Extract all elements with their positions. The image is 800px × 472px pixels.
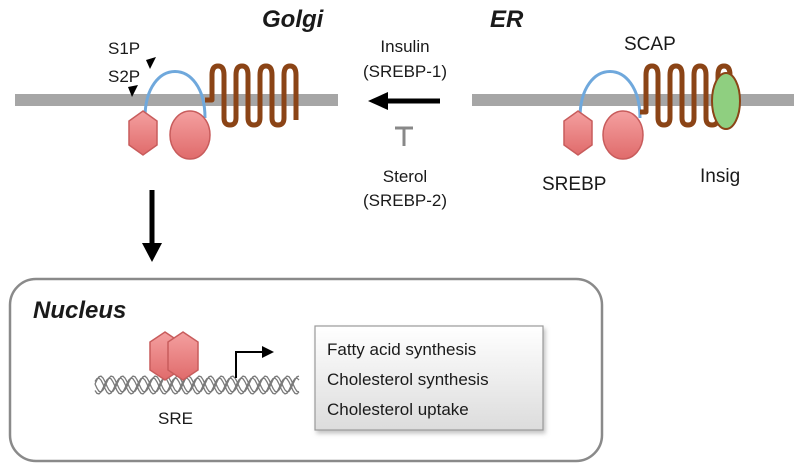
golgi-srebp-loop [143,70,207,119]
nuclear-srebp-hexagon-right [167,331,199,381]
srebp-label: SREBP [542,174,606,195]
er-srebp-hexagon [563,110,593,156]
insulin-target-label: (SREBP-1) [363,62,447,81]
s1p-arrowhead-icon [146,57,156,69]
down-arrow-icon [142,243,162,262]
sterol-label: Sterol [383,167,427,186]
target-gene-2: Cholesterol synthesis [327,370,489,389]
left-arrow-icon [368,92,388,110]
insig-label: Insig [700,166,740,187]
golgi-scap-coil [205,63,299,128]
insig-oval [711,72,741,130]
scap-label: SCAP [624,34,676,55]
s2p-label: S2P [108,67,140,86]
target-gene-3: Cholesterol uptake [327,400,469,419]
golgi-membrane [15,94,338,106]
golgi-title: Golgi [262,6,325,33]
sre-label: SRE [158,409,193,428]
transcription-arrowhead-icon [262,346,274,358]
er-srebp-oval [602,110,644,160]
transcription-arrow [235,351,265,378]
golgi-srebp-oval [169,110,211,160]
er-membrane [472,94,794,106]
target-genes-box [314,325,544,431]
s1p-label: S1P [108,39,140,58]
s2p-arrowhead-icon [128,85,138,97]
insulin-label: Insulin [380,37,429,56]
target-gene-1: Fatty acid synthesis [327,340,476,359]
golgi-srebp-hexagon [128,110,158,156]
sterol-target-label: (SREBP-2) [363,191,447,210]
er-title: ER [490,6,524,33]
nucleus-title: Nucleus [33,297,126,324]
er-srebp-loop [578,70,642,119]
dna-helix [94,375,300,395]
